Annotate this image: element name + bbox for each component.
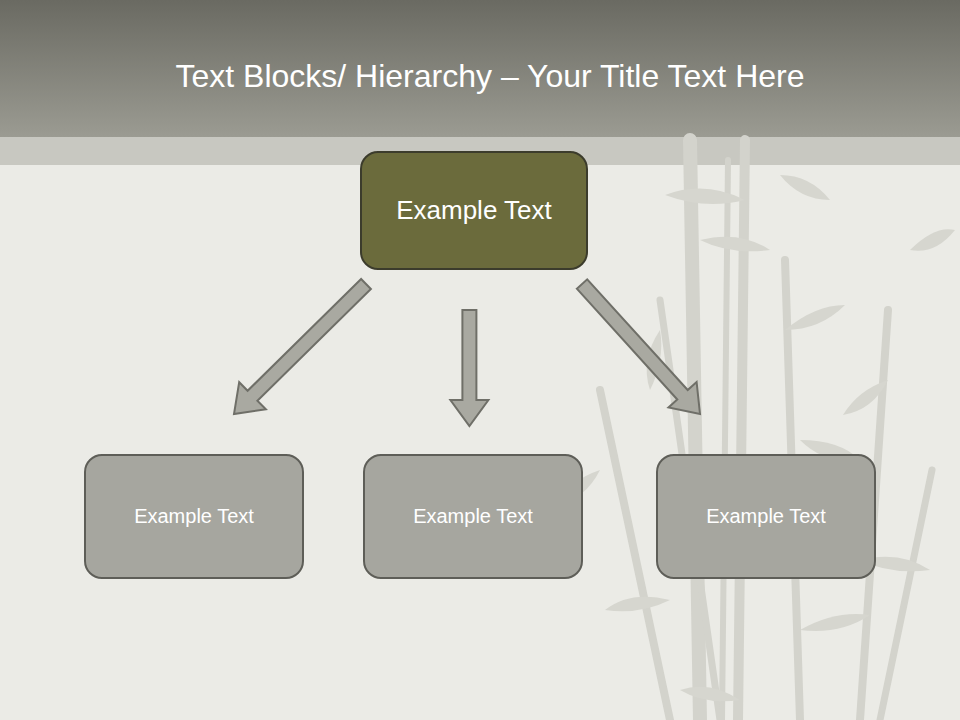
box-text: Example Text xyxy=(396,195,552,226)
root-box: Example Text xyxy=(360,151,588,270)
box-text: Example Text xyxy=(706,505,826,528)
block-arrow xyxy=(234,279,371,414)
child-box: Example Text xyxy=(656,454,876,579)
child-box: Example Text xyxy=(363,454,583,579)
block-arrow xyxy=(450,310,488,426)
box-text: Example Text xyxy=(134,505,254,528)
slide-title: Text Blocks/ Hierarchy – Your Title Text… xyxy=(0,52,960,100)
box-text: Example Text xyxy=(413,505,533,528)
block-arrow xyxy=(577,279,700,414)
child-box: Example Text xyxy=(84,454,304,579)
